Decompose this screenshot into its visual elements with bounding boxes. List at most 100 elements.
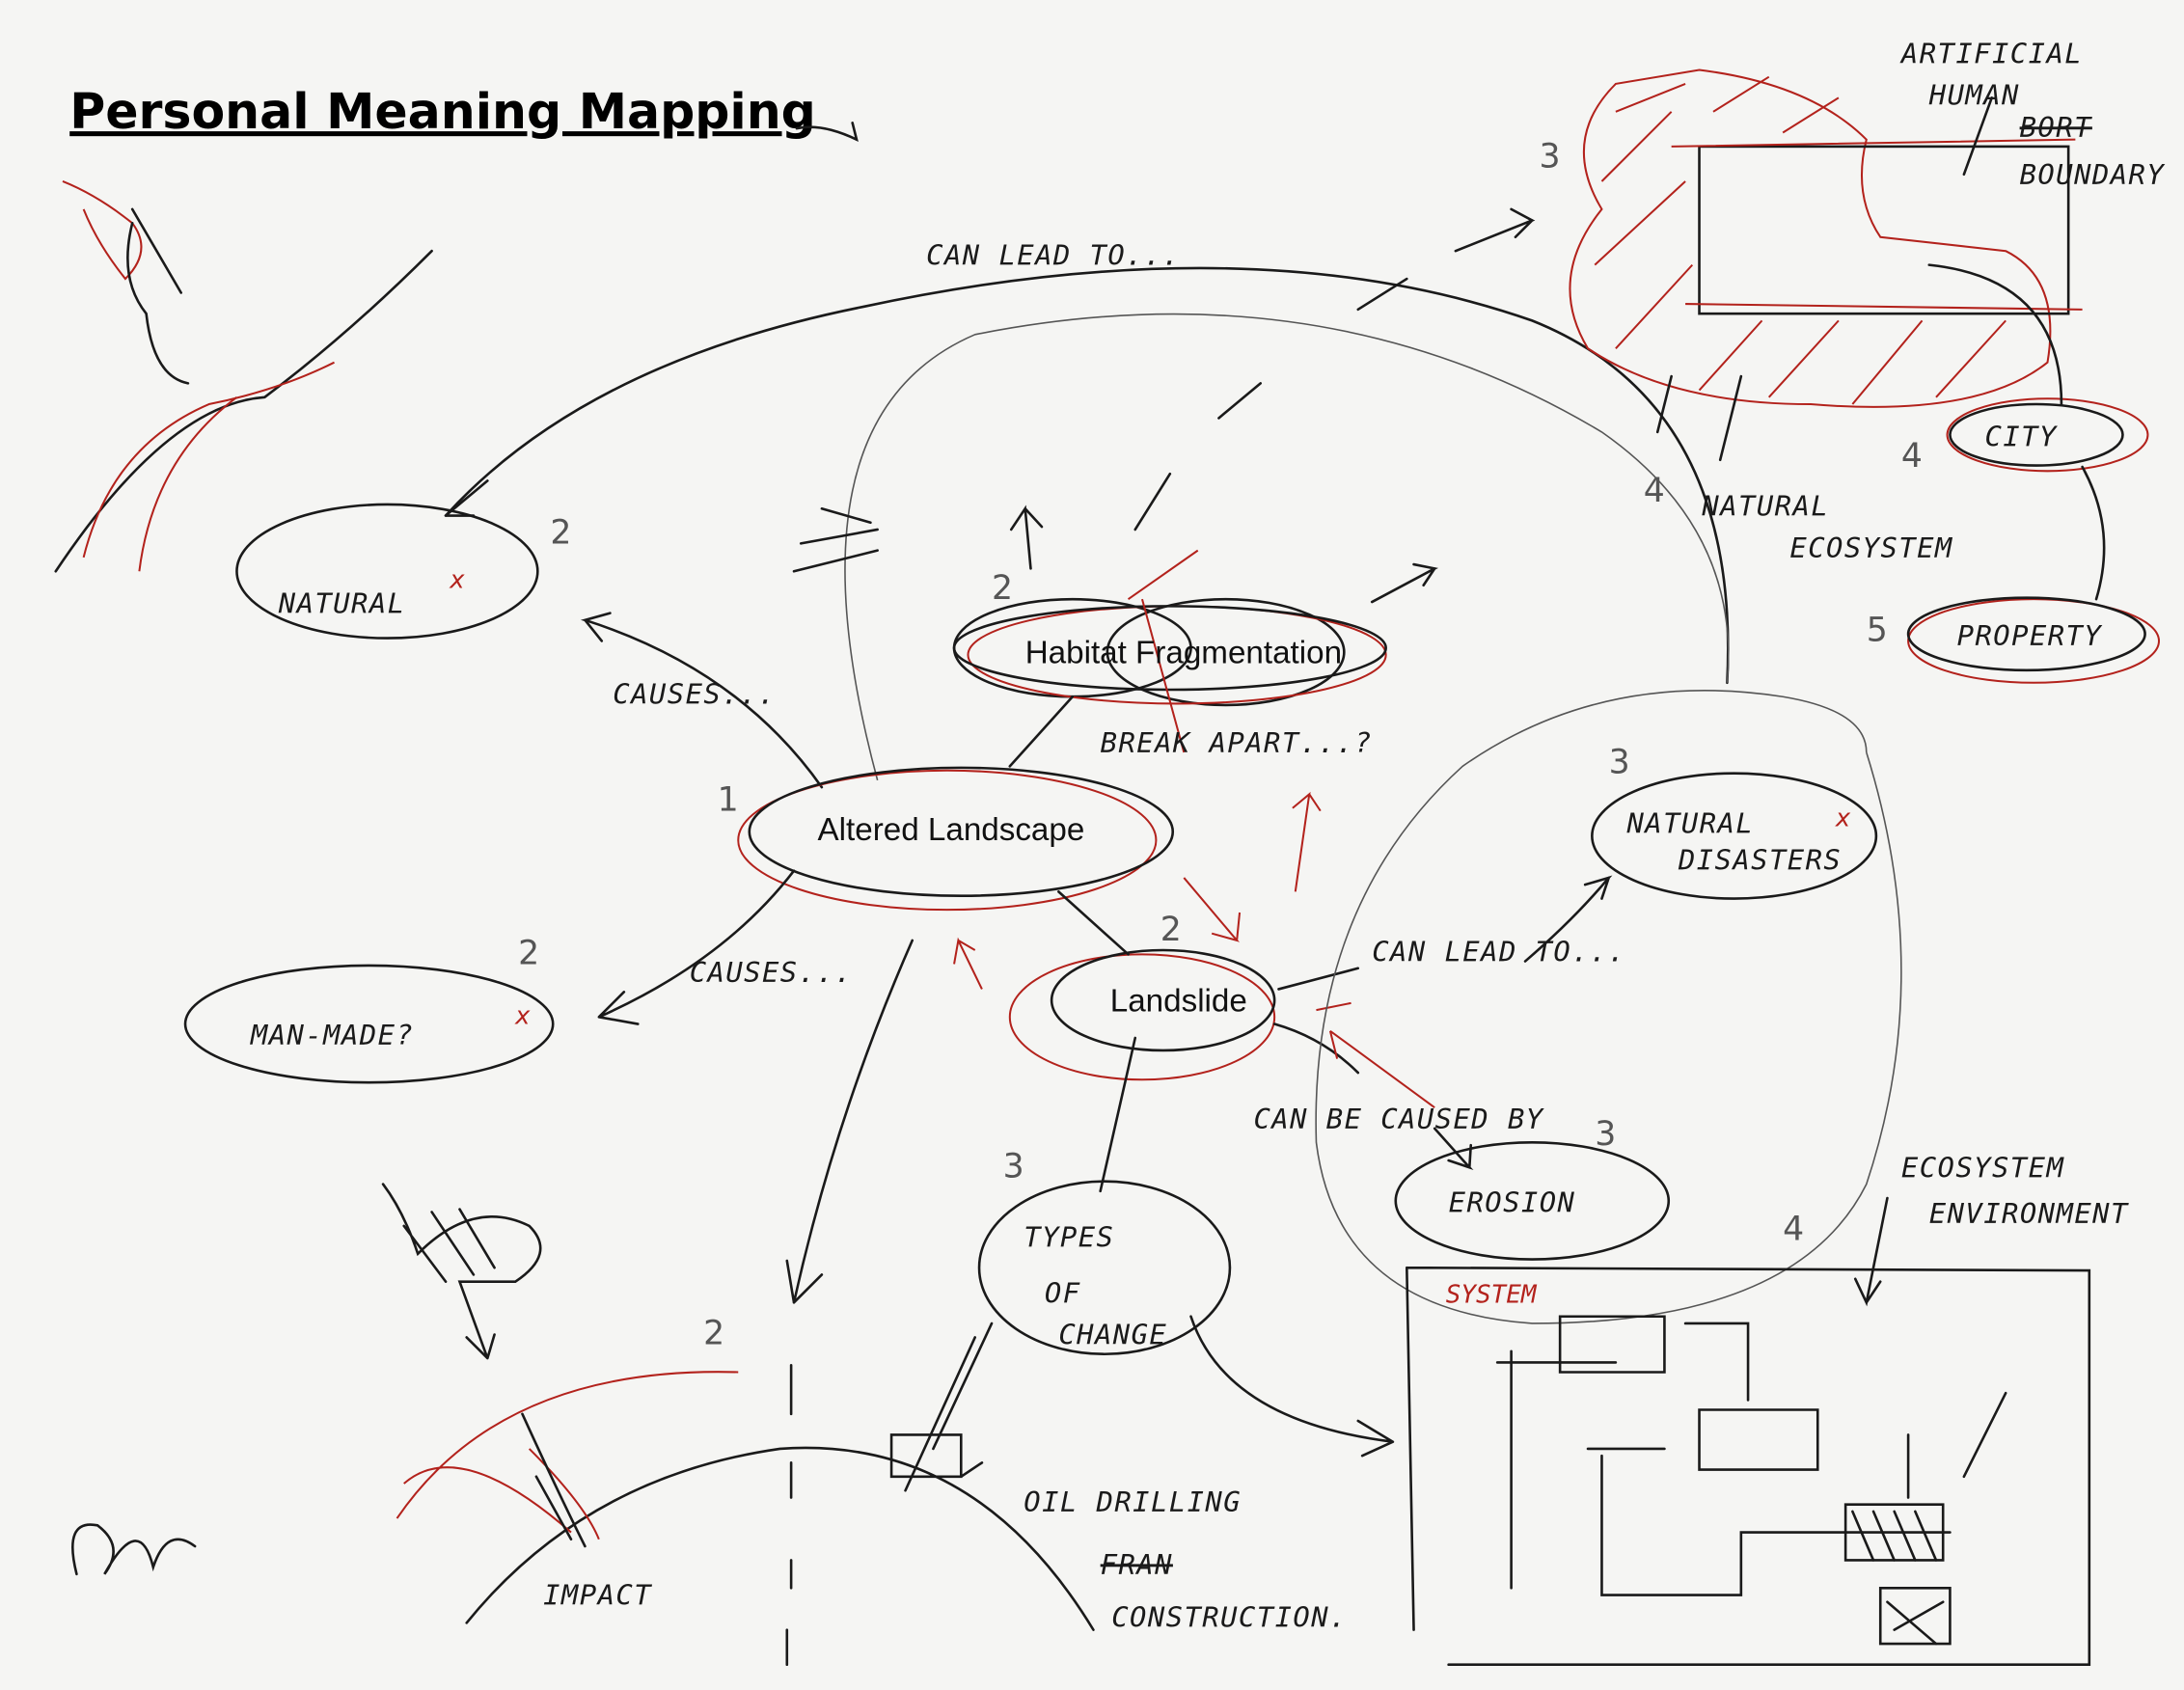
node-habitat-fragmentation[interactable]: Habitat Fragmentation	[1025, 636, 1342, 671]
arrow-to-system	[1189, 1315, 1395, 1458]
erosion-node[interactable]	[1394, 1140, 1671, 1261]
can-lead-to-curve	[444, 266, 1730, 685]
label-impact: IMPACT	[543, 1579, 652, 1612]
node-landslide: Landslide	[1110, 984, 1247, 1020]
label-ecosystem-env: ECOSYSTEM	[1901, 1151, 2065, 1184]
arrow-up	[1009, 504, 1044, 570]
dashed-arrow-top	[1356, 207, 1536, 312]
impact-arcs	[396, 1371, 739, 1540]
habitat-fragmentation-ellipses	[952, 549, 1387, 753]
red-arrow	[1316, 1001, 1435, 1108]
scribble-3	[792, 507, 879, 573]
label-can-lead-to-top: CAN LEAD TO...	[926, 239, 1180, 272]
label-ecosystem: ECOSYSTEM	[1789, 532, 1953, 564]
hatched-scribble	[381, 1183, 542, 1360]
node-city: CITY	[1985, 420, 2058, 452]
number-4: 4	[1644, 472, 1665, 510]
page-title: Personal Meaning Mapping	[69, 83, 816, 140]
natural-disasters-node[interactable]	[1591, 772, 1878, 900]
city-ellipse-red	[1946, 397, 2149, 473]
arrow-down	[1853, 1196, 1889, 1307]
label-natural: NATURAL	[1701, 490, 1829, 523]
connector-line	[1272, 1022, 1360, 1075]
system-diagram	[1406, 1266, 2091, 1667]
natural-node[interactable]	[235, 503, 539, 640]
earth-arc	[465, 1446, 1095, 1631]
number-3: 3	[1595, 1115, 1616, 1154]
causes-arrow	[580, 612, 824, 789]
altered-landscape-ellipse-red	[737, 769, 1158, 912]
landslide-node[interactable]	[1050, 948, 1276, 1052]
dashed-line	[1133, 382, 1263, 532]
number-3: 3	[1539, 138, 1560, 177]
arrow-right	[1370, 562, 1439, 604]
node-erosion: EROSION	[1449, 1186, 1576, 1218]
label-construction: CONSTRUCTION.	[1111, 1601, 1348, 1634]
dashed-divider	[785, 1363, 793, 1667]
red-arrow-down	[1183, 877, 1242, 942]
node-change: CHANGE	[1058, 1319, 1167, 1351]
connector-line	[1057, 890, 1130, 956]
node-natural: NATURAL	[278, 587, 406, 620]
node-altered-landscape: Altered Landscape	[818, 812, 1085, 848]
x-mark: x	[514, 1002, 531, 1031]
label-environment: ENVIRONMENT	[1929, 1197, 2129, 1230]
property-ellipse-red	[1907, 598, 2161, 684]
number-2: 2	[1160, 911, 1182, 949]
can-lead-to-arrow	[1277, 875, 1613, 991]
number-5: 5	[1867, 611, 1888, 649]
red-arrow	[953, 937, 983, 990]
number-4: 4	[1783, 1210, 1804, 1248]
label-can-be-caused-by: CAN BE CAUSED BY	[1253, 1103, 1543, 1135]
number-2: 2	[518, 934, 539, 972]
label-oil-drilling: OIL DRILLING	[1024, 1486, 1242, 1518]
number-2: 2	[703, 1315, 724, 1353]
node-types: TYPES	[1024, 1221, 1114, 1254]
property-node[interactable]	[1906, 596, 2146, 672]
label-system: SYSTEM	[1446, 1280, 1538, 1309]
number-2: 2	[992, 569, 1013, 608]
landslide-ellipse-red	[1008, 953, 1276, 1081]
impact-lines	[521, 1412, 587, 1548]
node-of: OF	[1045, 1276, 1081, 1309]
number-3-extra: 3	[7, 0, 28, 16]
number-4: 4	[1901, 437, 1923, 476]
number-1: 1	[718, 781, 739, 820]
types-of-change-node[interactable]	[977, 1180, 1232, 1356]
natural-disasters-loop	[1315, 690, 1902, 1324]
node-man-made: MAN-MADE?	[250, 1019, 414, 1051]
label-causes-2: CAUSES...	[690, 956, 853, 989]
arrow-down	[785, 939, 915, 1304]
connector-line	[1099, 1036, 1137, 1193]
node-property: PROPERTY	[1957, 619, 2103, 652]
oil-derrick	[889, 1322, 994, 1492]
man-made-node[interactable]	[183, 964, 555, 1084]
number-3: 3	[1003, 1147, 1024, 1186]
number-3: 3	[1609, 744, 1630, 782]
label-bort-struck: BORT	[2020, 111, 2092, 144]
label-break-apart: BREAK APART...?	[1101, 726, 1373, 759]
label-causes-1: CAUSES...	[613, 677, 776, 710]
pointer-line	[1962, 96, 1994, 177]
label-can-lead-to-mid: CAN LEAD TO...	[1372, 936, 1625, 968]
number-2: 2	[550, 513, 571, 552]
red-arrow-up	[1292, 791, 1322, 892]
connector-line	[1927, 263, 2106, 601]
label-artificial: ARTIFICIAL	[1899, 37, 2083, 69]
loop-curve	[844, 313, 1730, 781]
label-fran-struck: FRAN	[1101, 1548, 1173, 1581]
x-mark: x	[1835, 804, 1851, 833]
connector-line	[1008, 695, 1075, 768]
node-natural-disasters-2: DISASTERS	[1678, 843, 1842, 876]
terrain-sketch	[54, 180, 433, 573]
label-human: HUMAN	[1928, 79, 2020, 112]
node-natural-disasters-1: NATURAL	[1625, 807, 1754, 840]
causes-arrow	[597, 869, 796, 1025]
x-mark: x	[449, 566, 465, 595]
city-node[interactable]	[1949, 402, 2124, 467]
coil-scribble	[70, 1523, 197, 1576]
scribble-mark	[795, 122, 859, 143]
altered-landscape-node[interactable]	[748, 766, 1175, 898]
label-boundary: BOUNDARY	[2020, 158, 2166, 191]
